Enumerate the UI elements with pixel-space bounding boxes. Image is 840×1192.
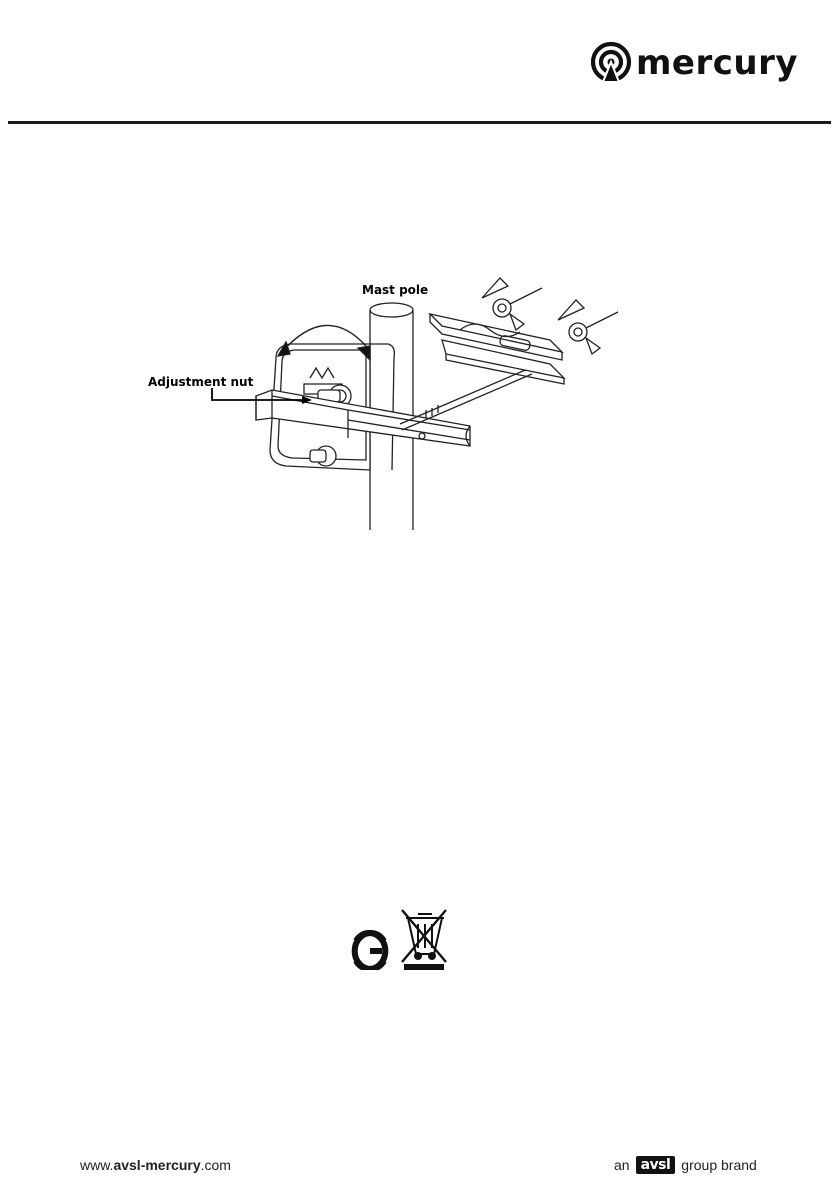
footer-website[interactable]: www.avsl-mercury.com xyxy=(80,1157,231,1173)
wing-nut-right xyxy=(558,300,618,354)
compliance-marks xyxy=(326,904,456,970)
url-prefix: www. xyxy=(80,1157,113,1173)
mercury-logo: mercury xyxy=(588,40,828,86)
brand-prefix: an xyxy=(614,1157,630,1173)
adjustment-nut-label: Adjustment nut xyxy=(148,375,254,389)
signal-broadcast-icon xyxy=(593,44,629,82)
avsl-logo: avsl xyxy=(636,1156,676,1174)
logo-wordmark: mercury xyxy=(636,43,798,83)
url-suffix: .com xyxy=(201,1157,231,1173)
slotted-clamp xyxy=(430,314,564,384)
mast-pole-label: Mast pole xyxy=(362,283,428,297)
weee-crossed-bin-icon xyxy=(402,910,446,970)
wing-nut-left xyxy=(482,278,542,330)
footer-brand: an avsl group brand xyxy=(614,1153,757,1177)
ce-mark-icon xyxy=(355,933,386,969)
header-rule xyxy=(8,121,831,124)
url-domain: avsl-mercury xyxy=(113,1157,200,1173)
brand-suffix: group brand xyxy=(681,1157,757,1173)
mounting-diagram: Mast pole Adjustment nut xyxy=(130,260,650,535)
